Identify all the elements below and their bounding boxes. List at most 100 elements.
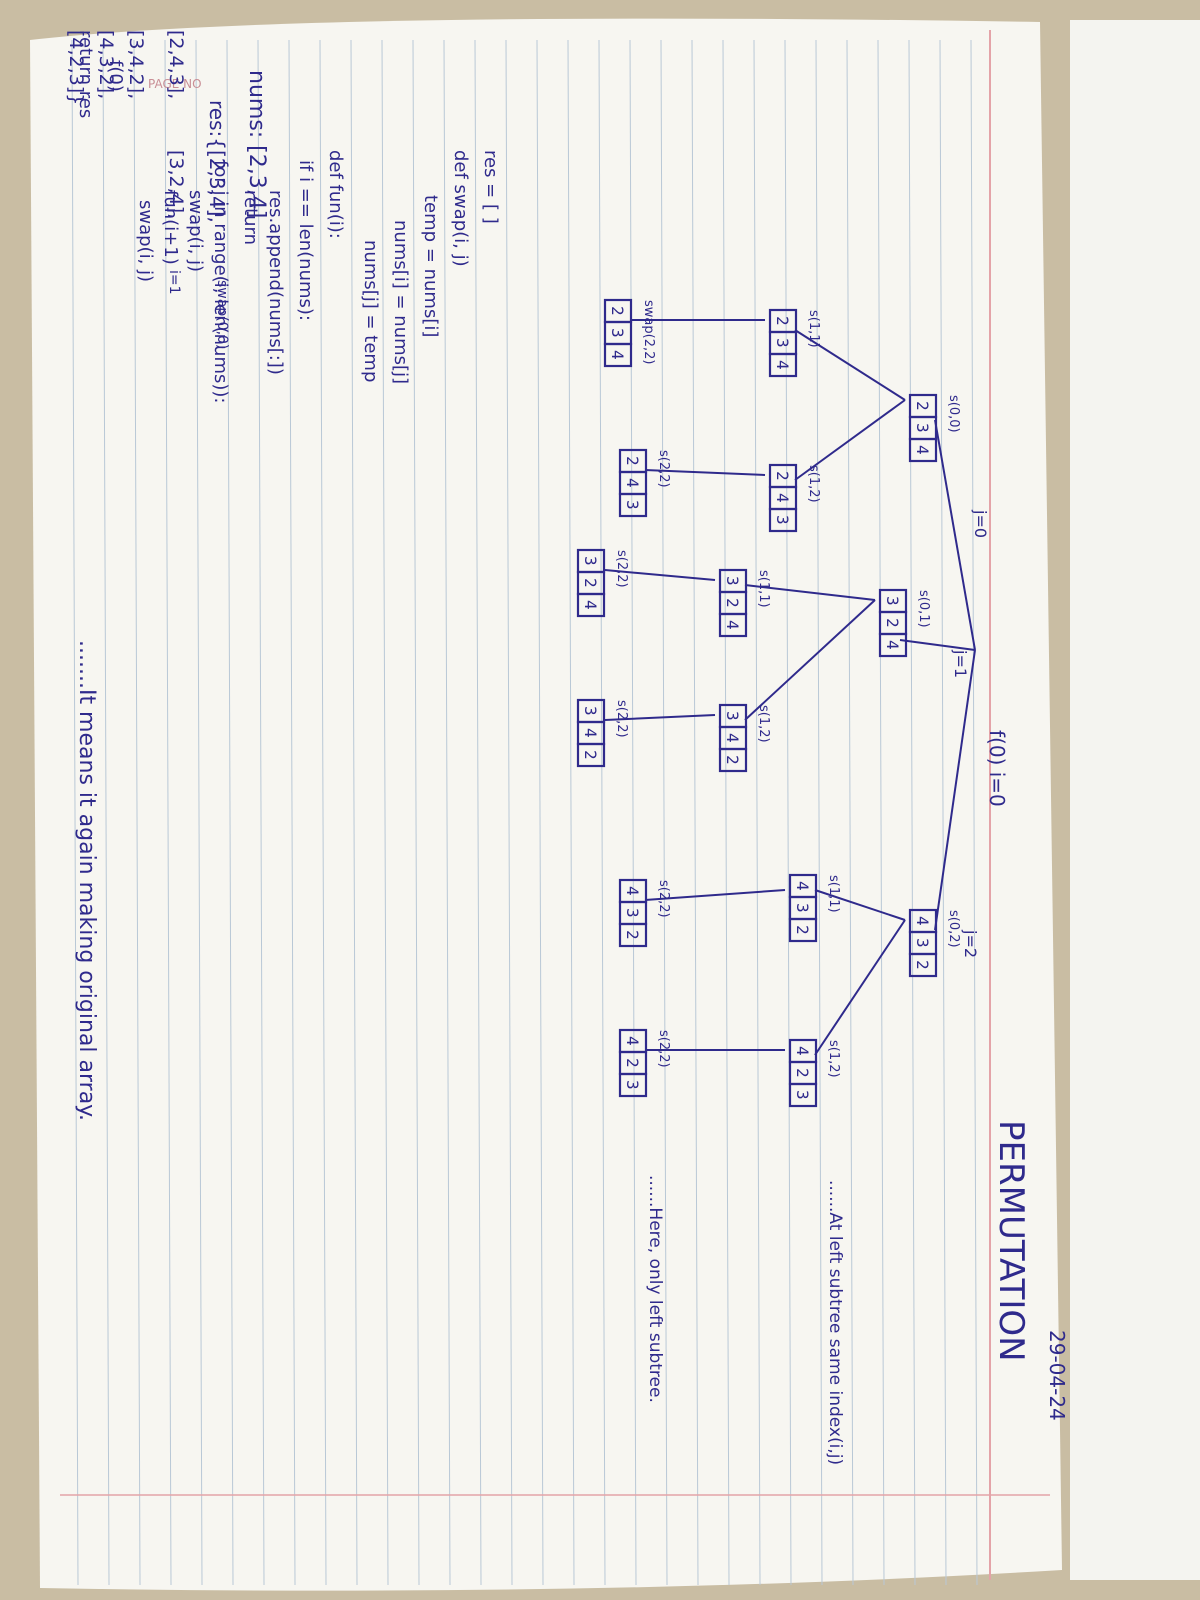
node-cell-value: 3 xyxy=(913,938,932,948)
page-no-label: PAGE NO xyxy=(148,77,202,91)
code-line: for j in range(i, len(nums)): xyxy=(210,160,231,403)
node-cell xyxy=(618,1072,648,1098)
node-cell-value: 2 xyxy=(581,578,600,588)
ruled-line xyxy=(381,39,389,1586)
ruled-line xyxy=(629,39,637,1586)
node-cell-value: 4 xyxy=(723,733,742,743)
ruled-line xyxy=(722,39,730,1586)
node-cell-value: 4 xyxy=(883,640,902,650)
node-cell-value: 4 xyxy=(623,1036,642,1046)
node-cell-value: 4 xyxy=(608,350,627,360)
ruled-line xyxy=(846,39,854,1586)
ruled-line xyxy=(567,39,575,1586)
node-cell xyxy=(788,1082,818,1108)
res-item: [4,2,3]} xyxy=(65,30,87,105)
node-cell xyxy=(718,612,748,638)
node-swap-label: s(0,2) xyxy=(946,910,961,948)
permutation-node: 4 3 2 s(0,2) xyxy=(908,908,961,978)
node-cell-value: 3 xyxy=(883,596,902,606)
res-item: [4,3,2], xyxy=(95,30,117,99)
code-line: swap(i, j) xyxy=(135,200,156,282)
ruled-line xyxy=(877,39,885,1586)
setup-block: nums: [2,3,4] res:{[2,3,4], [2,4,3],[3,2… xyxy=(65,30,269,349)
ruled-line xyxy=(598,39,606,1586)
page-header: PERMUTATION 29-04-24 PAGE NO xyxy=(148,77,1069,1421)
node-cell-value: 3 xyxy=(623,1080,642,1090)
ruled-line xyxy=(164,39,172,1586)
page-title: PERMUTATION xyxy=(991,1120,1031,1362)
node-cell-value: 3 xyxy=(608,328,627,338)
node-cell xyxy=(603,342,633,368)
nums-text: nums: [2,3,4] xyxy=(244,70,269,218)
ruled-line xyxy=(660,39,668,1586)
node-cell-value: 2 xyxy=(623,1058,642,1068)
ruled-line xyxy=(691,39,699,1586)
code-line: if i == len(nums): xyxy=(295,160,316,321)
node-swap-label: s(2,2) xyxy=(614,700,629,738)
code-block: res = [ ]def swap(i, j)temp = nums[i]num… xyxy=(75,30,501,403)
node-cell-value: 4 xyxy=(581,600,600,610)
node-cell-value: 2 xyxy=(623,930,642,940)
node-cell-value: 2 xyxy=(608,306,627,316)
node-swap-label: s(0,0) xyxy=(946,395,961,433)
code-line: f(0) xyxy=(105,60,126,92)
ruled-line xyxy=(784,39,792,1586)
code-line: def swap(i, j) xyxy=(450,150,471,267)
ruled-line xyxy=(133,39,141,1586)
code-line: return res xyxy=(75,30,96,118)
ruled-line xyxy=(195,39,203,1586)
node-cell xyxy=(908,952,938,978)
ruled-line xyxy=(505,39,513,1586)
code-line: def fun(i): xyxy=(325,150,346,239)
note-only-left: ......Here, only left subtree. xyxy=(645,1175,665,1403)
ruled-line xyxy=(753,39,761,1586)
node-cell-value: 2 xyxy=(913,960,932,970)
branch-line xyxy=(934,649,976,931)
node-cell xyxy=(788,917,818,943)
ruled-line xyxy=(412,39,420,1586)
ruled-line xyxy=(443,39,451,1586)
node-cell-value: 2 xyxy=(773,316,792,326)
node-cell-value: 4 xyxy=(793,1046,812,1056)
node-cell-value: 3 xyxy=(773,515,792,525)
branch-label: j=1 xyxy=(951,649,970,678)
branch-lines xyxy=(604,319,976,1056)
node-cell-value: 2 xyxy=(773,471,792,481)
node-cell-value: 3 xyxy=(723,576,742,586)
root-label: f(0) i=0 xyxy=(985,730,1009,807)
note-original: .......It means it again making original… xyxy=(74,640,99,1121)
node-cell-value: 2 xyxy=(883,618,902,628)
node-cell-value: 3 xyxy=(723,711,742,721)
ruled-line xyxy=(226,39,234,1586)
ruled-line xyxy=(319,39,327,1586)
node-cell-value: 3 xyxy=(793,903,812,913)
node-cell xyxy=(718,747,748,773)
tree-nodes: 234s(0,0)324s(0,1)432s(0,2)234s(1,1)243s… xyxy=(576,298,961,1108)
node-cell-value: 4 xyxy=(913,916,932,926)
node-cell xyxy=(908,437,938,463)
branch-line xyxy=(604,569,716,581)
node-swap-label: s(1,1) xyxy=(826,875,841,913)
node-cell xyxy=(768,352,798,378)
node-cell-value: 3 xyxy=(773,338,792,348)
code-line: swap(i, j) xyxy=(185,190,206,272)
branch-line xyxy=(814,889,906,921)
permutation-node: 2 3 4 s(0,0) xyxy=(908,393,961,463)
node-cell-value: 3 xyxy=(913,423,932,433)
node-swap-label: s(1,1) xyxy=(756,570,771,608)
branch-line xyxy=(794,399,906,481)
node-cell xyxy=(618,492,648,518)
node-cell-value: 2 xyxy=(793,1068,812,1078)
node-cell-value: 2 xyxy=(913,401,932,411)
branch-line xyxy=(794,329,906,401)
node-cell-value: 3 xyxy=(793,1090,812,1100)
ruled-line xyxy=(350,39,358,1586)
node-cell-value: 4 xyxy=(913,445,932,455)
